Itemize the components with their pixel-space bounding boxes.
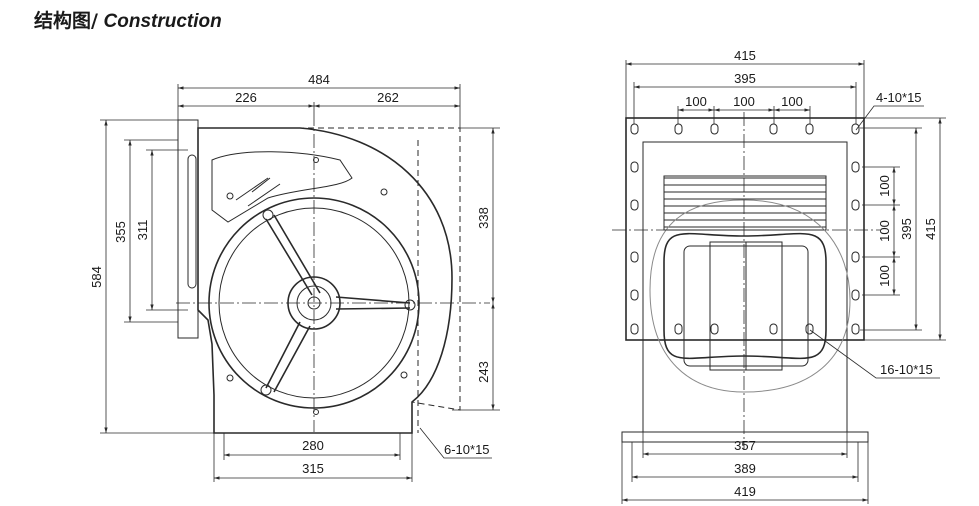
scroll-housing bbox=[197, 127, 453, 434]
title-english: Construction bbox=[103, 11, 222, 32]
bracket-bolt-4 bbox=[226, 374, 234, 382]
dim-top-395: 395 bbox=[734, 71, 756, 86]
dim-584: 584 bbox=[89, 266, 104, 288]
dim-side-395: 395 bbox=[899, 218, 914, 240]
front-base bbox=[621, 431, 869, 443]
side-slot-holes bbox=[630, 161, 860, 335]
dim-pitch-3: 100 bbox=[781, 94, 803, 109]
outlet-flange bbox=[177, 119, 199, 339]
dim-226: 226 bbox=[235, 90, 257, 105]
leader-holes-side bbox=[419, 427, 492, 459]
arm-bolt-bottom bbox=[260, 384, 272, 396]
motor-shroud bbox=[663, 232, 827, 360]
outlet-slot bbox=[187, 154, 197, 289]
dim-bottom-419: 419 bbox=[734, 484, 756, 499]
bracket-ribs bbox=[235, 177, 281, 207]
front-flange bbox=[625, 117, 865, 341]
dim-bottom-357: 357 bbox=[734, 438, 756, 453]
title-chinese: 结构图/ bbox=[34, 10, 98, 32]
dim-pitch-1: 100 bbox=[685, 94, 707, 109]
dim-holes-flange: 16-10*15 bbox=[880, 362, 933, 377]
dim-bottom-389: 389 bbox=[734, 461, 756, 476]
dim-262: 262 bbox=[377, 90, 399, 105]
dim-side-pitch-2: 100 bbox=[877, 220, 892, 242]
dim-pitch-2: 100 bbox=[733, 94, 755, 109]
hidden-housing-top bbox=[198, 127, 461, 411]
bracket-bolt-3 bbox=[400, 371, 408, 379]
support-arm-top bbox=[265, 214, 321, 296]
dim-side-pitch-3: 100 bbox=[877, 265, 892, 287]
leader-holes-top bbox=[855, 105, 924, 131]
leader-holes-flange bbox=[809, 329, 940, 379]
dim-311: 311 bbox=[135, 220, 150, 241]
dim-484: 484 bbox=[308, 72, 330, 87]
bracket-bolt-2 bbox=[380, 188, 388, 196]
dim-side-pitch-1: 100 bbox=[877, 175, 892, 197]
dim-holes-side: 6-10*15 bbox=[444, 442, 490, 457]
arm-bolt-top bbox=[262, 209, 274, 221]
dim-holes-top: 4-10*15 bbox=[876, 90, 922, 105]
dim-280: 280 bbox=[302, 438, 324, 453]
side-view: 484 226 262 584 355 311 338 243 bbox=[89, 72, 500, 482]
dim-338: 338 bbox=[476, 207, 491, 229]
dim-243: 243 bbox=[476, 361, 491, 383]
bracket-bolt-5 bbox=[313, 157, 319, 163]
support-arm-right bbox=[335, 296, 411, 310]
dim-315: 315 bbox=[302, 461, 324, 476]
bracket-bolt bbox=[226, 192, 234, 200]
front-view: 415 395 100 100 100 4-10*15 100 100 100 … bbox=[612, 48, 946, 504]
support-arm-bottom bbox=[265, 321, 311, 393]
dim-side-415: 415 bbox=[923, 218, 938, 240]
top-slot-holes bbox=[630, 123, 860, 135]
dim-355: 355 bbox=[113, 221, 128, 243]
page-title: 结构图/ Construction bbox=[34, 8, 222, 35]
dim-top-415: 415 bbox=[734, 48, 756, 63]
arm-bolt-right bbox=[404, 299, 416, 311]
bracket-plate bbox=[211, 151, 353, 223]
vent-louvers bbox=[663, 175, 827, 231]
bracket-bolt-6 bbox=[313, 409, 319, 415]
scroll-hidden bbox=[649, 199, 851, 393]
